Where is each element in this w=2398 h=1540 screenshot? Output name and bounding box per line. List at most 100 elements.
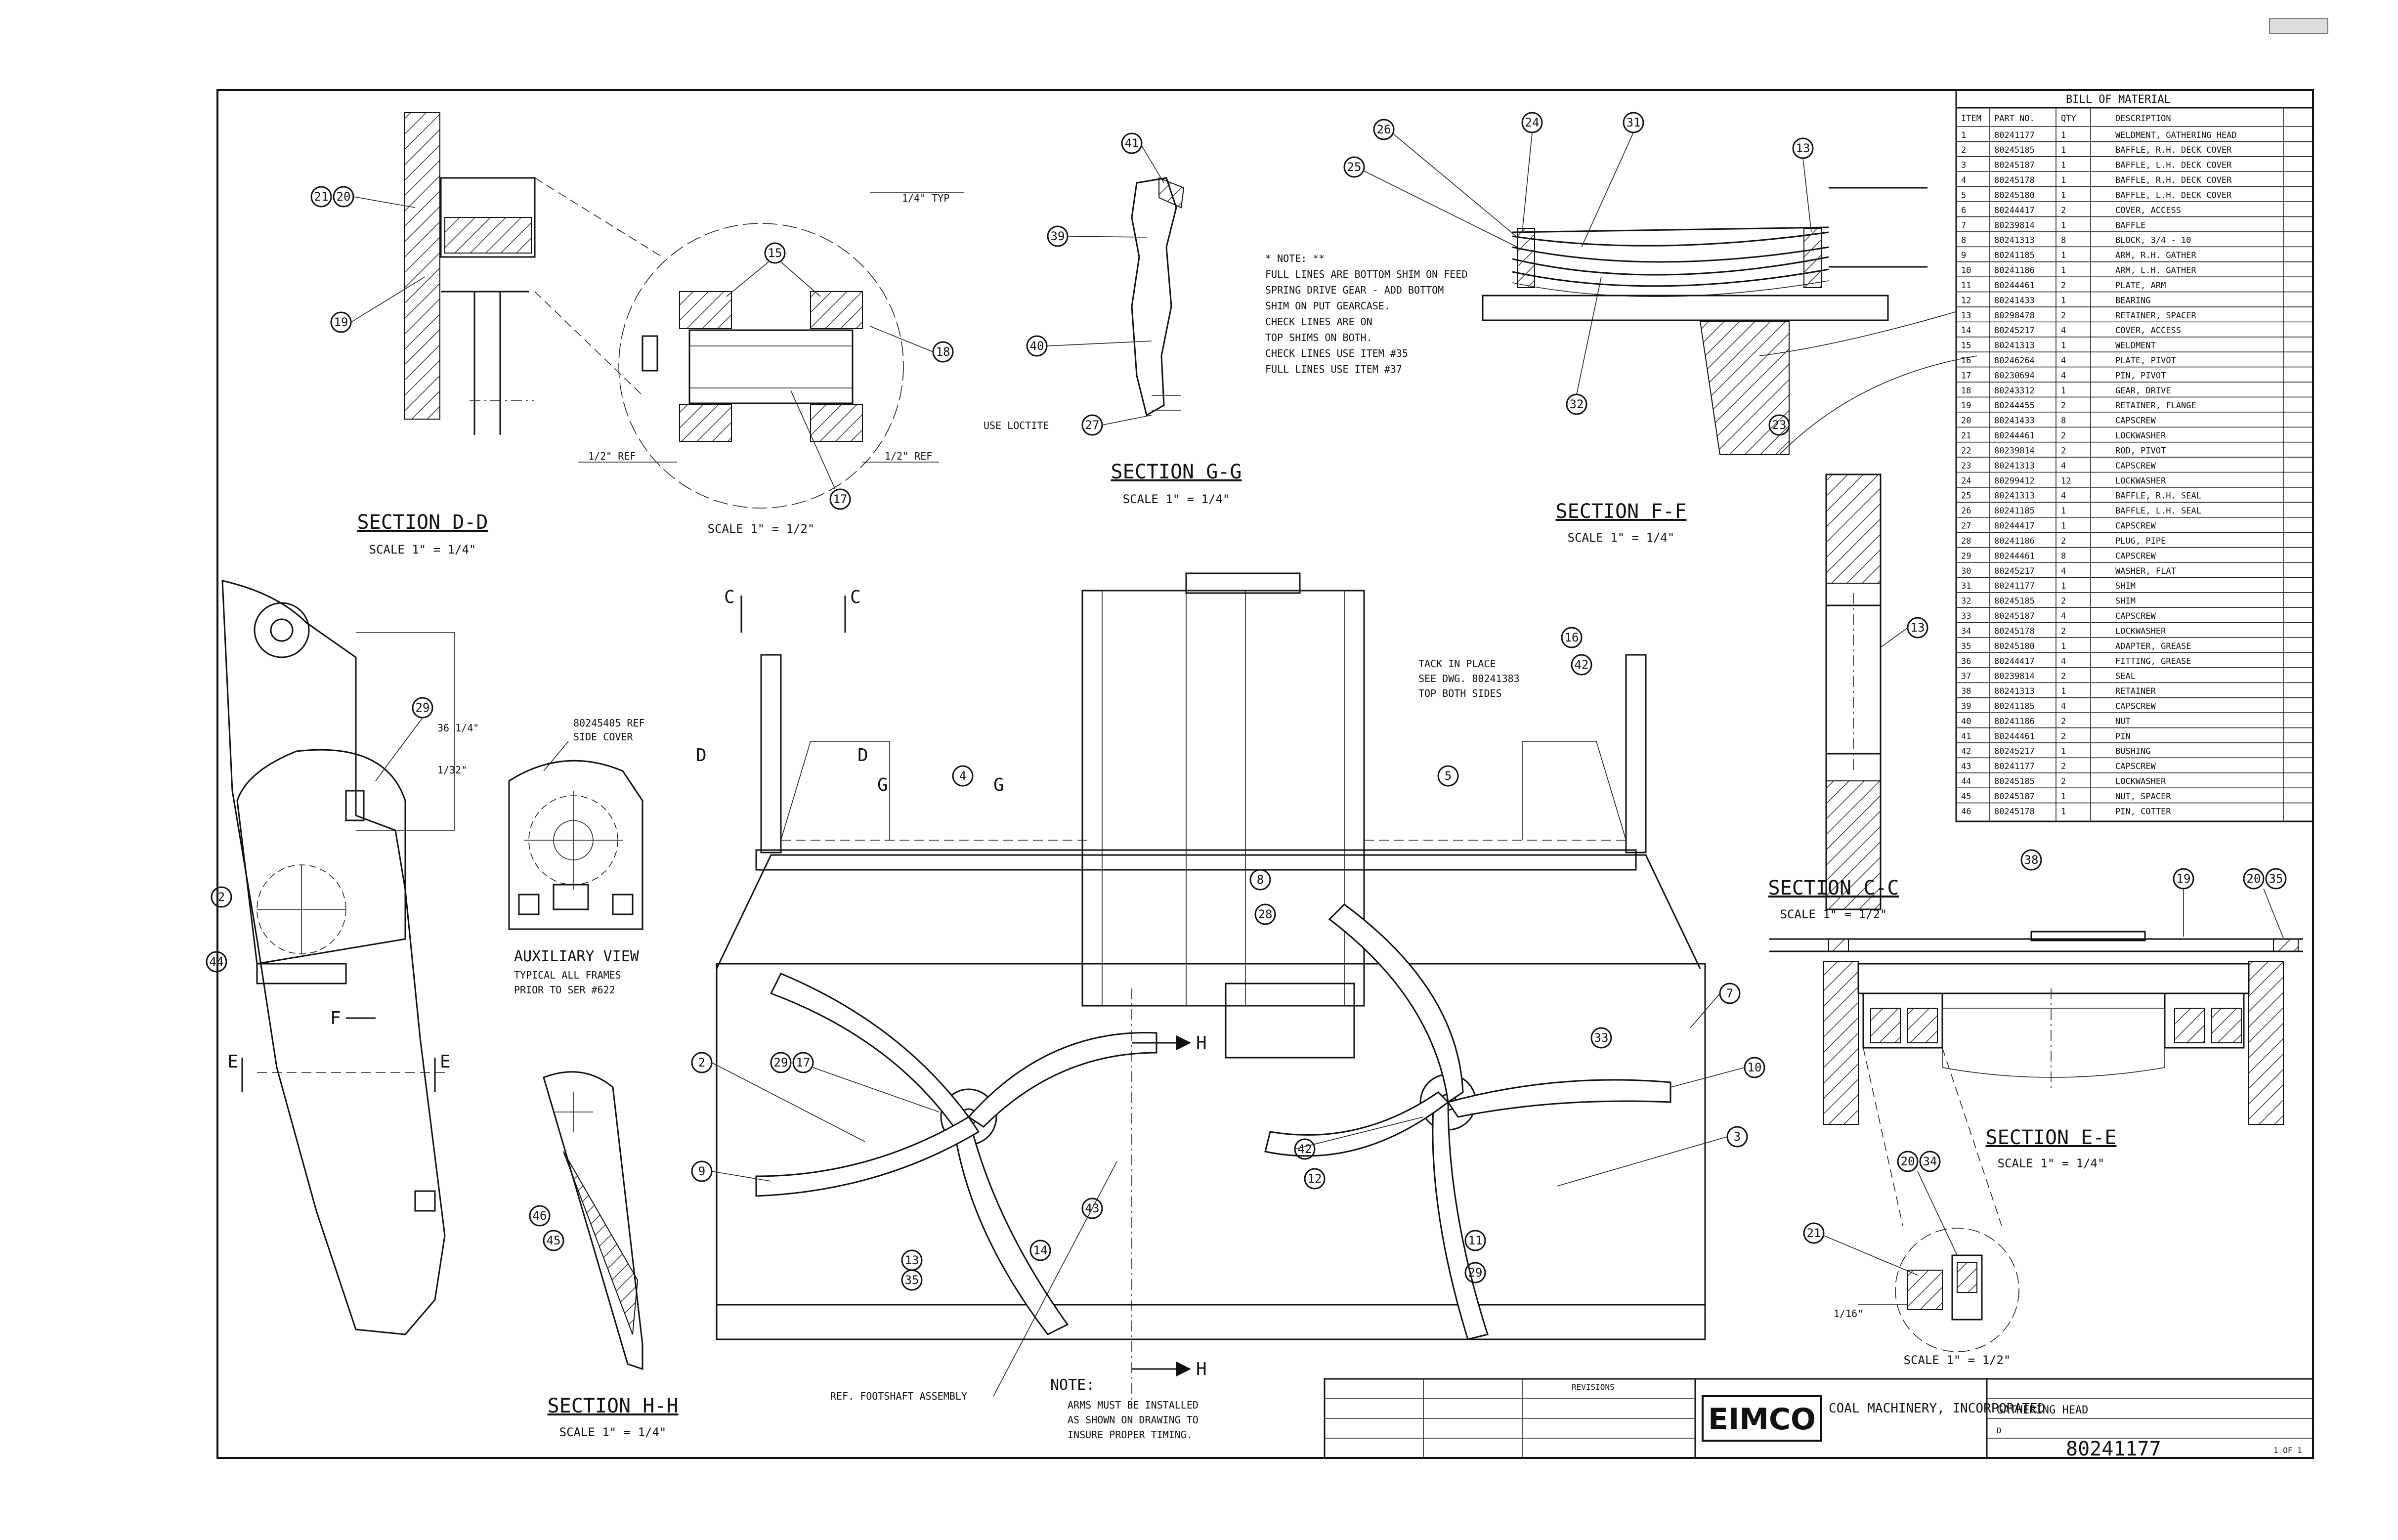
svg-text:13: 13 <box>905 1253 919 1267</box>
bom-description: PIN, COTTER <box>2115 807 2171 816</box>
section-arrow-f: F <box>330 1008 376 1028</box>
svg-text:19: 19 <box>334 315 348 329</box>
bom-part-number: 80241313 <box>1994 686 2035 696</box>
section-d-d-view: 21 20 19 SECTION D-D SCALE 1" = 1/4" <box>310 112 663 556</box>
detail-ref-left: 1/2" REF <box>588 450 636 462</box>
svg-text:13: 13 <box>1911 621 1925 635</box>
bom-part-number: 80241313 <box>1994 461 2035 471</box>
bom-quantity: 8 <box>2061 416 2066 426</box>
tack-note-2: SEE DWG. 80241383 <box>1418 673 1520 684</box>
bom-description: WASHER, FLAT <box>2115 566 2176 576</box>
bill-of-material-table: BILL OF MATERIAL ITEM PART NO. QTY DESCR… <box>1955 89 2314 822</box>
bom-quantity: 2 <box>2061 206 2066 215</box>
section-arrow-h-bottom: H <box>1132 1359 1207 1379</box>
svg-text:ARMS MUST BE INSTALLED: ARMS MUST BE INSTALLED <box>1068 1399 1199 1411</box>
section-arrow-e-right: E <box>434 1052 451 1092</box>
section-e-e-detail: 21 20 34 1/16" SCALE 1" = 1/2" <box>1803 1151 2019 1367</box>
section-e-e-detail-scale: SCALE 1" = 1/2" <box>1904 1353 2011 1367</box>
svg-text:24: 24 <box>1525 116 1540 129</box>
bom-item-number: 1 <box>1961 130 1966 140</box>
svg-text:18: 18 <box>936 345 950 359</box>
svg-text:7: 7 <box>1726 986 1733 1000</box>
svg-text:SIDE COVER: SIDE COVER <box>573 731 633 743</box>
svg-text:13: 13 <box>1796 141 1810 155</box>
bom-description: FITTING, GREASE <box>2115 656 2191 666</box>
bom-quantity: 1 <box>2061 386 2066 396</box>
bom-quantity: 2 <box>2061 431 2066 441</box>
svg-text:26: 26 <box>1377 123 1391 136</box>
bom-item-number: 21 <box>1961 431 1971 441</box>
drawing-number: 80241177 <box>2066 1438 2161 1460</box>
section-f-f-title: SECTION F-F <box>1556 500 1687 523</box>
bom-part-number: 80245180 <box>1994 642 2035 651</box>
bom-item-number: 37 <box>1961 672 1971 682</box>
section-arrow-d: D D <box>696 745 868 766</box>
svg-text:H: H <box>1196 1359 1207 1379</box>
bom-part-number: 80241177 <box>1994 581 2035 591</box>
section-arrow-e-left: E <box>227 1052 243 1092</box>
svg-text:5: 5 <box>1445 769 1452 783</box>
bom-description: RETAINER, SPACER <box>2115 311 2197 321</box>
bom-description: PIN, PIVOT <box>2115 371 2166 381</box>
svg-text:14: 14 <box>1033 1243 1048 1257</box>
bom-description: BAFFLE, R.H. DECK COVER <box>2115 145 2232 155</box>
bom-description: WELDMENT, GATHERING HEAD <box>2115 130 2237 140</box>
bom-quantity: 2 <box>2061 717 2066 727</box>
bom-description: NUT, SPACER <box>2115 792 2171 802</box>
bom-description: GEAR, DRIVE <box>2115 386 2171 396</box>
bom-quantity: 1 <box>2061 807 2066 816</box>
callout-bubble: 26 25 24 31 13 32 23 <box>1343 112 1814 436</box>
svg-text:21: 21 <box>314 190 329 204</box>
bom-quantity: 2 <box>2061 777 2066 787</box>
bom-quantity: 4 <box>2061 566 2066 576</box>
bom-part-number: 80243312 <box>1994 386 2035 396</box>
bom-description: CAPSCREW <box>2115 762 2156 771</box>
svg-text:35: 35 <box>2269 872 2283 886</box>
auxiliary-view: 80245405 REF SIDE COVER AUXILIARY VIEW T… <box>508 717 645 996</box>
bom-item-number: 42 <box>1961 747 1971 757</box>
bom-part-number: 80241186 <box>1994 536 2035 546</box>
bom-quantity: 1 <box>2061 581 2066 591</box>
svg-text:25: 25 <box>1347 160 1362 174</box>
section-h-h-scale: SCALE 1" = 1/4" <box>559 1425 667 1439</box>
bom-quantity: 2 <box>2061 672 2066 682</box>
bom-item-number: 30 <box>1961 566 1971 576</box>
bom-item-number: 2 <box>1961 145 1966 155</box>
callout-bubble: 15 18 17 <box>764 242 954 510</box>
detail-top-note: 1/4" TYP <box>902 192 949 204</box>
dim-e: 1/16" <box>1834 1308 1863 1320</box>
bom-part-number: 80245178 <box>1994 175 2035 185</box>
bom-part-number: 80244417 <box>1994 656 2035 666</box>
svg-text:FULL LINES ARE BOTTOM SHIM ON: FULL LINES ARE BOTTOM SHIM ON FEED <box>1265 268 1467 280</box>
bom-quantity: 4 <box>2061 702 2066 712</box>
svg-text:21: 21 <box>1807 1226 1821 1240</box>
svg-text:C: C <box>724 587 735 607</box>
bom-quantity: 1 <box>2061 251 2066 260</box>
bom-description: LOCKWASHER <box>2115 777 2166 787</box>
bom-part-number: 80239814 <box>1994 672 2035 682</box>
bom-description: PLUG, PIPE <box>2115 536 2166 546</box>
bom-title: BILL OF MATERIAL <box>2066 93 2171 106</box>
bom-description: ARM, L.H. GATHER <box>2115 266 2197 276</box>
callout-bubble: 21 20 34 <box>1803 1151 1941 1244</box>
bom-item-number: 38 <box>1961 686 1971 696</box>
bom-description: COVER, ACCESS <box>2115 326 2181 336</box>
bom-item-number: 12 <box>1961 296 1971 305</box>
bom-description: LOCKWASHER <box>2115 431 2166 441</box>
section-h-h-view: 46 45 SECTION H-H SCALE 1" = 1/4" <box>529 1071 678 1439</box>
bom-item-number: 46 <box>1961 807 1971 816</box>
svg-text:29: 29 <box>416 701 430 715</box>
bom-description: LOCKWASHER <box>2115 626 2166 636</box>
bom-item-number: 27 <box>1961 521 1971 531</box>
